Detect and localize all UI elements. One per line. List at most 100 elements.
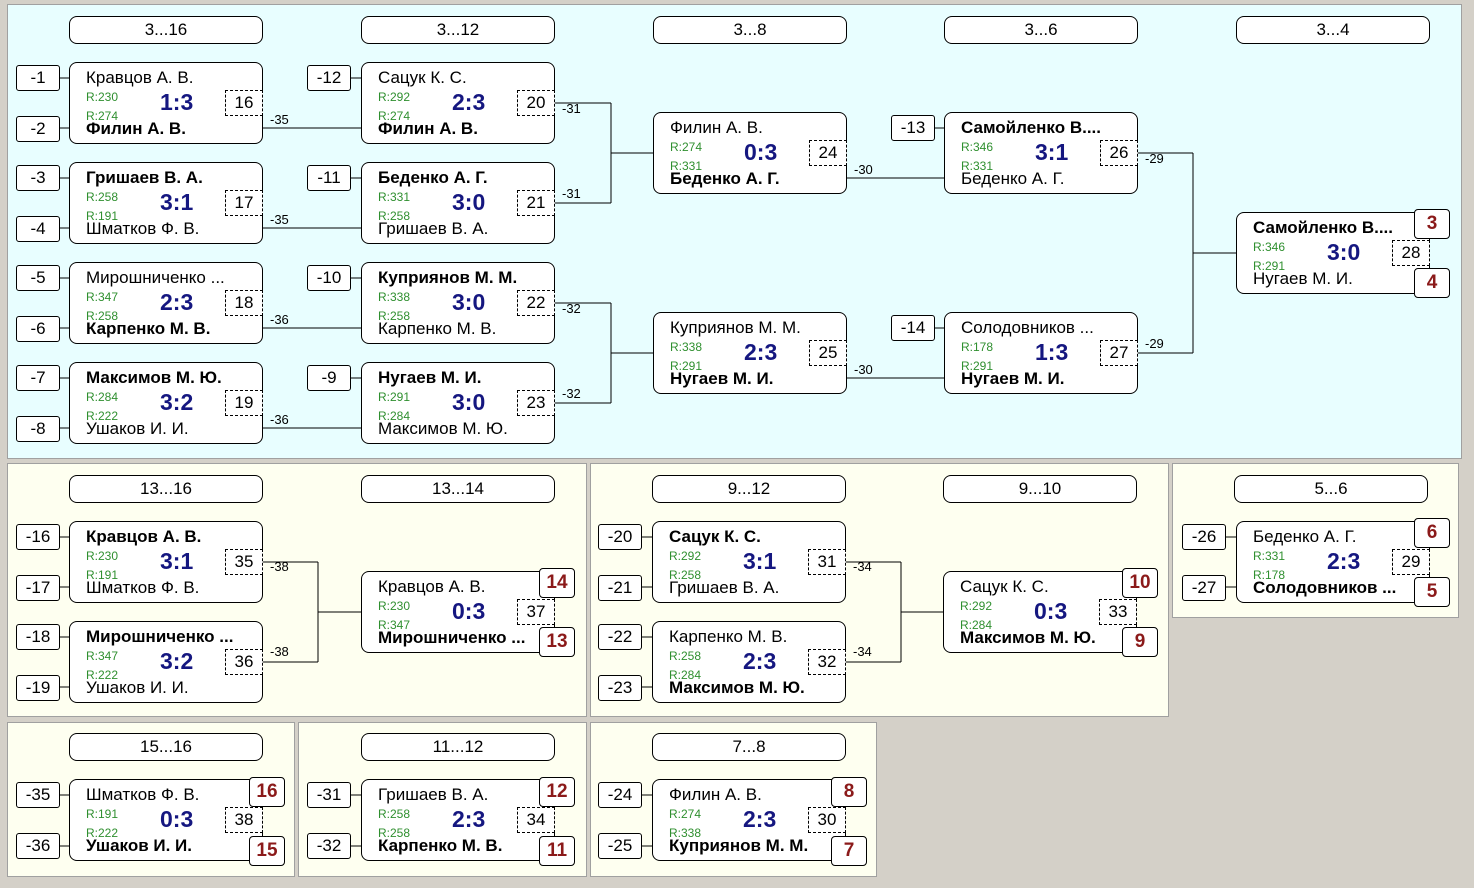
match-number: 34	[517, 807, 555, 833]
place-badge: 12	[539, 777, 575, 807]
match-card[interactable]: Гришаев В. А. R:258 2:3 34 R:258 Карпенк…	[361, 779, 555, 861]
loser-destination-label: -32	[562, 301, 581, 316]
loser-destination-label: -38	[270, 559, 289, 574]
round-header-9-12: 9...12	[652, 475, 846, 503]
match-card[interactable]: Шматков Ф. В. R:191 0:3 38 R:222 Ушаков …	[69, 779, 263, 861]
match-score: 2:3	[452, 89, 486, 115]
player-rating: R:178	[1253, 568, 1286, 582]
match-score: 2:3	[452, 806, 486, 832]
match-card[interactable]: Филин А. В. R:274 0:3 24 R:331 Беденко А…	[653, 112, 847, 194]
match-card[interactable]: Солодовников ... R:178 1:3 27 R:291 Нуга…	[944, 312, 1138, 394]
player-name: Куприянов М. М.	[669, 836, 809, 855]
match-number: 36	[225, 649, 263, 675]
player-name: Шматков Ф. В.	[86, 219, 200, 238]
match-score: 3:2	[160, 389, 194, 415]
player-name: Кравцов А. В.	[86, 527, 202, 546]
place-badge: 11	[539, 836, 575, 866]
loser-destination-label: -35	[270, 112, 289, 127]
match-card[interactable]: Карпенко М. В. R:258 2:3 32 R:284 Максим…	[652, 621, 846, 703]
player-rating: R:347	[86, 649, 119, 663]
seed-box: -2	[16, 116, 60, 142]
loser-destination-label: -31	[562, 101, 581, 116]
player-rating: R:222	[86, 409, 119, 423]
player-rating: R:338	[378, 290, 411, 304]
round-header-3-4: 3...4	[1236, 16, 1430, 44]
match-card[interactable]: Куприянов М. М. R:338 3:0 22 R:258 Карпе…	[361, 262, 555, 344]
round-header-3-12: 3...12	[361, 16, 555, 44]
loser-destination-label: -35	[270, 212, 289, 227]
match-card[interactable]: Беденко А. Г. R:331 2:3 29 R:178 Солодов…	[1236, 521, 1430, 603]
match-number: 24	[809, 140, 847, 166]
seed-box: -25	[598, 833, 642, 859]
player-name: Мирошниченко ...	[86, 268, 225, 287]
player-rating: R:258	[86, 309, 119, 323]
match-score: 3:0	[452, 289, 486, 315]
match-card[interactable]: Куприянов М. М. R:338 2:3 25 R:291 Нугае…	[653, 312, 847, 394]
match-card[interactable]: Сацук К. С. R:292 0:3 33 R:284 Максимов …	[943, 571, 1137, 653]
match-score: 2:3	[743, 806, 777, 832]
round-header-3-8: 3...8	[653, 16, 847, 44]
player-rating: R:258	[669, 649, 702, 663]
match-card[interactable]: Максимов М. Ю. R:284 3:2 19 R:222 Ушаков…	[69, 362, 263, 444]
match-score: 3:1	[160, 189, 194, 215]
match-card[interactable]: Кравцов А. В. R:230 3:1 35 R:191 Шматков…	[69, 521, 263, 603]
match-card[interactable]: Сацук К. С. R:292 2:3 20 R:274 Филин А. …	[361, 62, 555, 144]
seed-box: -36	[16, 833, 60, 859]
match-score: 0:3	[160, 806, 194, 832]
match-card[interactable]: Кравцов А. В. R:230 0:3 37 R:347 Мирошни…	[361, 571, 555, 653]
player-rating: R:274	[378, 109, 411, 123]
player-name: Карпенко М. В.	[378, 319, 497, 338]
match-score: 0:3	[452, 598, 486, 624]
player-name: Нугаев М. И.	[961, 369, 1065, 388]
seed-box: -24	[598, 782, 642, 808]
loser-destination-label: -32	[562, 386, 581, 401]
seed-box: -6	[16, 316, 60, 342]
player-rating: R:258	[378, 309, 411, 323]
match-card[interactable]: Мирошниченко ... R:347 3:2 36 R:222 Ушак…	[69, 621, 263, 703]
match-card[interactable]: Кравцов А. В. R:230 1:3 16 R:274 Филин А…	[69, 62, 263, 144]
player-rating: R:258	[669, 568, 702, 582]
match-score: 0:3	[744, 139, 778, 165]
match-card[interactable]: Самойленко В.... R:346 3:0 28 R:291 Нуга…	[1236, 212, 1430, 294]
match-score: 3:0	[1327, 239, 1361, 265]
player-rating: R:274	[86, 109, 119, 123]
player-rating: R:347	[378, 618, 411, 632]
player-rating: R:346	[961, 140, 994, 154]
player-name: Нугаев М. И.	[1253, 269, 1353, 288]
player-name: Ушаков И. И.	[86, 836, 193, 855]
player-rating: R:191	[86, 807, 119, 821]
match-number: 38	[225, 807, 263, 833]
match-card[interactable]: Беденко А. Г. R:331 3:0 21 R:258 Гришаев…	[361, 162, 555, 244]
player-rating: R:284	[86, 390, 119, 404]
player-name: Самойленко В....	[1253, 218, 1393, 237]
player-name: Беденко А. Г.	[1253, 527, 1357, 546]
player-rating: R:331	[378, 190, 411, 204]
match-card[interactable]: Самойленко В.... R:346 3:1 26 R:331 Беде…	[944, 112, 1138, 194]
round-header-7-8: 7...8	[652, 733, 846, 761]
match-card[interactable]: Мирошниченко ... R:347 2:3 18 R:258 Карп…	[69, 262, 263, 344]
player-name: Карпенко М. В.	[669, 627, 788, 646]
match-card[interactable]: Филин А. В. R:274 2:3 30 R:338 Куприянов…	[652, 779, 846, 861]
player-name: Гришаев В. А.	[378, 219, 489, 238]
round-header-3-6: 3...6	[944, 16, 1138, 44]
match-number: 37	[517, 599, 555, 625]
loser-destination-label: -36	[270, 412, 289, 427]
player-rating: R:291	[378, 390, 411, 404]
player-rating: R:258	[378, 826, 411, 840]
match-score: 2:3	[744, 339, 778, 365]
match-score: 3:2	[160, 648, 194, 674]
player-name: Кравцов А. В.	[378, 577, 486, 596]
match-card[interactable]: Сацук К. С. R:292 3:1 31 R:258 Гришаев В…	[652, 521, 846, 603]
player-rating: R:258	[378, 209, 411, 223]
match-number: 27	[1100, 340, 1138, 366]
seed-box: -23	[598, 675, 642, 701]
place-badge: 5	[1414, 577, 1450, 607]
match-card[interactable]: Нугаев М. И. R:291 3:0 23 R:284 Максимов…	[361, 362, 555, 444]
match-card[interactable]: Гришаев В. А. R:258 3:1 17 R:191 Шматков…	[69, 162, 263, 244]
player-name: Солодовников ...	[1253, 578, 1397, 597]
match-number: 18	[225, 290, 263, 316]
match-number: 25	[809, 340, 847, 366]
place-badge: 7	[831, 836, 867, 866]
seed-box: -27	[1182, 575, 1226, 601]
player-rating: R:284	[669, 668, 702, 682]
